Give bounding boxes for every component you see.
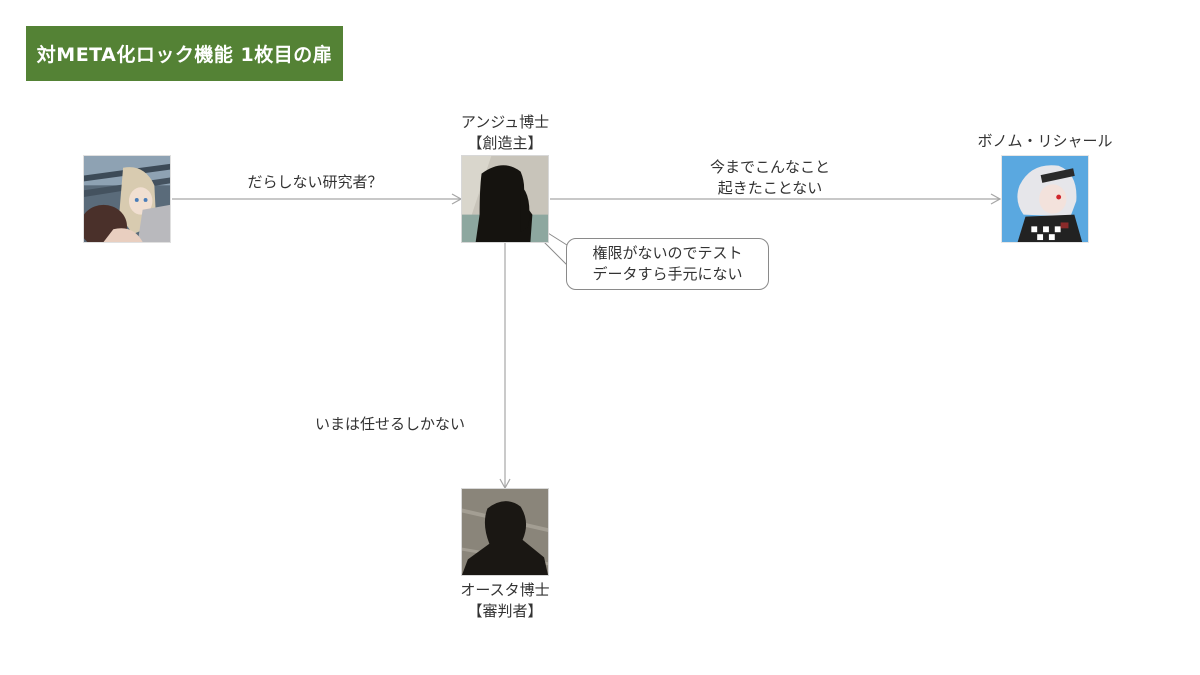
- osta-name: オースタ博士: [460, 581, 550, 599]
- edge-label-anju-to-osta: いまは任せるしかない: [315, 415, 466, 433]
- silhouette-short-hair-icon: [462, 489, 548, 575]
- callout-line1: 権限がないのでテスト: [592, 244, 743, 262]
- edge-label-left-to-anju: だらしない研究者？: [247, 173, 383, 191]
- edge-label-line1: 今までこんなこと: [709, 158, 830, 176]
- anju-role: 【創造主】: [467, 134, 543, 152]
- callout-line2: データすら手元にない: [592, 265, 743, 283]
- anime-girl-white-hair-icon: [1002, 156, 1088, 242]
- diagram-title-text: 対META化ロック機能 1枚目の扉: [36, 44, 333, 66]
- anime-girl-blonde-icon: [84, 156, 170, 242]
- anju-name: アンジュ博士: [460, 113, 550, 131]
- edge-label-anju-to-bonom: 今までこんなこと 起きたことない: [670, 157, 870, 199]
- callout-bubble: 権限がないのでテスト データすら手元にない: [566, 238, 769, 290]
- osta-avatar: [461, 488, 549, 576]
- anju-avatar: [461, 155, 549, 243]
- diagram-title: 対META化ロック機能 1枚目の扉: [26, 26, 343, 81]
- bonom-name-label: ボノム・リシャール: [977, 132, 1113, 150]
- edge-label-line2: 起きたことない: [717, 179, 823, 197]
- osta-name-label: オースタ博士 【審判者】: [445, 580, 565, 622]
- left-character-avatar: [83, 155, 171, 243]
- anju-name-label: アンジュ博士 【創造主】: [455, 112, 555, 154]
- silhouette-twintail-icon: [462, 156, 548, 242]
- osta-role: 【審判者】: [467, 602, 543, 620]
- bonom-avatar: [1001, 155, 1089, 243]
